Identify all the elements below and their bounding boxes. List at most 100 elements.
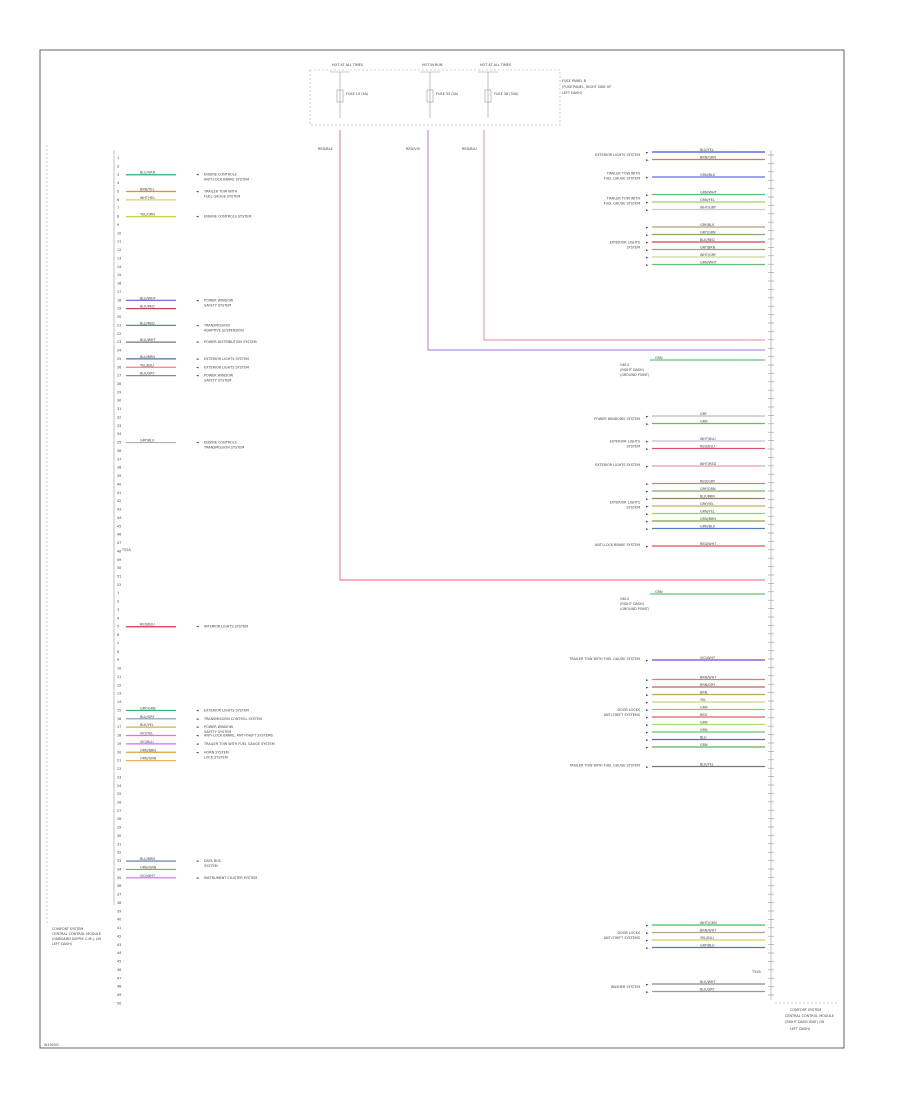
right-wire-color: GRY/GRN xyxy=(700,231,716,235)
left-pin-number: 30 xyxy=(117,834,121,838)
right-wire-color: BLK/WHT xyxy=(700,980,716,984)
left-wire-color: BLU/GRN xyxy=(140,171,156,175)
left-wire-arrow: ◄ xyxy=(196,374,199,378)
right-wire-arrow: ► xyxy=(646,520,649,524)
left-wire-arrow: ◄ xyxy=(196,742,199,746)
left-pin-number: 50 xyxy=(117,566,121,570)
left-pin-number: 47 xyxy=(117,541,121,545)
left-wire-arrow: ◄ xyxy=(196,340,199,344)
right-wire-destination: SYSTEM xyxy=(626,506,640,510)
right-wire-arrow: ► xyxy=(646,765,649,769)
right-wire-color: BLK/RED xyxy=(700,238,715,242)
ground-wire-color: GRN xyxy=(655,356,663,360)
diagram-frame xyxy=(39,49,845,1049)
left-pin-number: 32 xyxy=(117,851,121,855)
power-wire-RED/VIO xyxy=(427,130,765,351)
right-wire-color: GRN xyxy=(700,743,708,747)
left-pin-number: 25 xyxy=(117,357,121,361)
left-pin-number: 3 xyxy=(117,608,119,612)
left-pin-number: 41 xyxy=(117,926,121,930)
left-wire-arrow: ◄ xyxy=(196,365,199,369)
right-wire-color: WHT/GRY xyxy=(700,253,717,257)
right-wire-color: GRN/YEL xyxy=(700,198,715,202)
left-pin-number: 5 xyxy=(117,625,119,629)
right-wire-color: BLK/BRN xyxy=(700,495,715,499)
right-wire-destination: EXTERIOR LIGHTS xyxy=(610,240,640,244)
left-pin-number: 26 xyxy=(117,800,121,804)
left-wire-destination: EXTERIOR LIGHTS SYSTEM xyxy=(204,357,249,361)
left-pin-number: 40 xyxy=(117,918,121,922)
right-wire-arrow: ► xyxy=(646,447,649,451)
right-wire-color: GRY/BRN xyxy=(700,246,716,250)
right-wire-color: GRY/YEL xyxy=(700,502,714,506)
right-wire-arrow: ► xyxy=(646,415,649,419)
right-wire-arrow: ► xyxy=(646,659,649,663)
left-wire-color: BLK/GRY xyxy=(140,372,155,376)
left-wire-destination: SYSTEM xyxy=(204,864,218,868)
left-wire-destination: SAFETY SYSTEM xyxy=(204,730,231,734)
left-wire-color: VIO/YEL xyxy=(140,732,153,736)
left-wire-set: 1234567891011121314151617181920212223242… xyxy=(117,156,275,1005)
left-pin-number: 19 xyxy=(117,742,121,746)
left-pin-number: 35 xyxy=(117,441,121,445)
power-wire-color: RED/BLU xyxy=(462,147,477,151)
left-wire-destination: SAFETY SYSTEM xyxy=(204,303,231,307)
right-wire-destination: EXTERIOR LIGHTS xyxy=(610,439,640,443)
right-wire-color: BLK/YEL xyxy=(700,763,714,767)
right-wire-destination: SYSTEM xyxy=(626,245,640,249)
right-wire-color: BRN/WHT xyxy=(700,676,717,680)
left-wire-arrow: ◄ xyxy=(196,173,199,177)
right-wire-destination: TRAILER TOW WITH FUEL GAUGE SYSTEM xyxy=(568,764,640,768)
right-wire-arrow: ► xyxy=(646,497,649,501)
left-pin-number: 40 xyxy=(117,482,121,486)
left-wire-arrow: ◄ xyxy=(196,708,199,712)
right-connector-id: T52B xyxy=(751,970,761,974)
left-wire-arrow: ◄ xyxy=(196,625,199,629)
left-pin-number: 22 xyxy=(117,332,121,336)
left-pin-number: 12 xyxy=(117,683,121,687)
left-pin-number: 3 xyxy=(117,173,119,177)
right-wire-arrow: ► xyxy=(646,176,649,180)
left-pin-number: 28 xyxy=(117,382,121,386)
left-wire-destination: DATA BUS xyxy=(204,859,221,863)
left-pin-number: 11 xyxy=(117,675,121,679)
ground-label: (RIGHT DASH) xyxy=(620,602,645,606)
left-pin-number: 44 xyxy=(117,516,121,520)
right-wire-color: BRN/GRY xyxy=(700,683,716,687)
left-pin-number: 13 xyxy=(117,256,121,260)
right-wire-color: GRN xyxy=(700,706,708,710)
right-wire-arrow: ► xyxy=(646,731,649,735)
left-wire-color: BLU/GRY xyxy=(140,715,155,719)
right-wire-arrow: ► xyxy=(646,686,649,690)
left-pin-number: 14 xyxy=(117,700,121,704)
fuse-panel-label: (FUSE PANEL, RIGHT SIDE OF xyxy=(562,85,611,89)
left-pin-number: 10 xyxy=(117,231,121,235)
right-wire-color: GRY/BLU xyxy=(700,944,715,948)
ground-label: (RIGHT DASH) xyxy=(620,368,645,372)
left-wire-destination: FUEL GAUGE SYSTEM xyxy=(204,194,240,198)
left-pin-number: 48 xyxy=(117,985,121,989)
right-wire-arrow: ► xyxy=(646,983,649,987)
right-wire-arrow: ► xyxy=(646,208,649,212)
power-wire-RED/BLK xyxy=(339,130,765,581)
right-wire-destination: TRAILER TOW WITH xyxy=(606,172,641,176)
right-wire-color: YEL xyxy=(700,698,706,702)
right-wire-color: GRN/BLU xyxy=(700,173,716,177)
left-module-label: LEFT DASH) xyxy=(52,942,73,946)
left-pin-number: 47 xyxy=(117,976,121,980)
left-pin-number: 43 xyxy=(117,943,121,947)
right-wire-arrow: ► xyxy=(646,693,649,697)
left-pin-number: 33 xyxy=(117,424,121,428)
left-wire-destination: ADAPTIVE SUSPENSION xyxy=(204,328,244,332)
right-wire-arrow: ► xyxy=(646,701,649,705)
left-wire-arrow: ◄ xyxy=(196,215,199,219)
left-wire-destination: EXTERIOR LIGHTS SYSTEM xyxy=(204,365,249,369)
left-wire-destination: ENGINE CONTROLS SYSTEM xyxy=(204,215,251,219)
left-pin-number: 8 xyxy=(117,650,119,654)
left-pin-number: 51 xyxy=(117,575,121,579)
left-pin-number: 9 xyxy=(117,223,119,227)
left-wire-destination: INTERIOR LIGHTS SYSTEM xyxy=(204,625,248,629)
left-wire-color: GRY/GRN xyxy=(140,706,156,710)
